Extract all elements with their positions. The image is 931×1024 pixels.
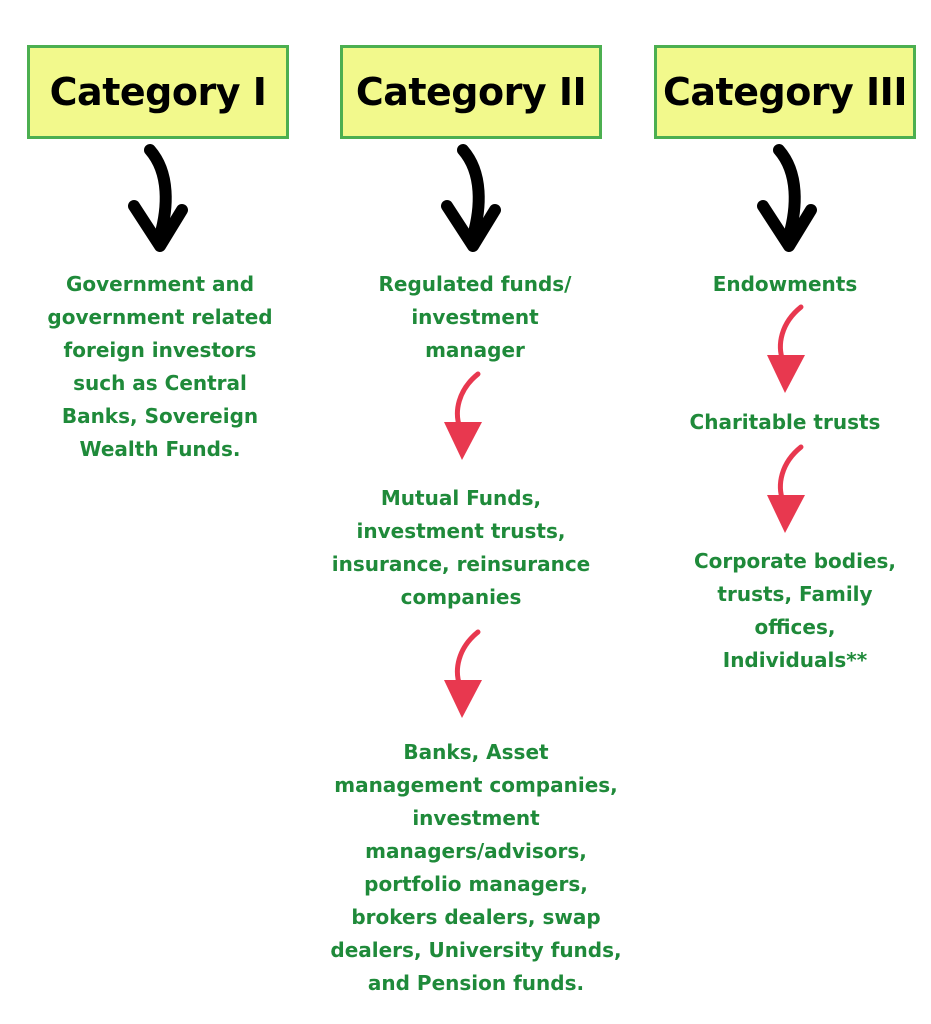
category-2-item-1: Regulated funds/ investment manager <box>378 272 572 362</box>
category-2-item-3: Banks, Asset management companies, inves… <box>330 740 622 995</box>
category-3-item-1: Endowments <box>712 272 858 296</box>
category-1-title: Category I <box>49 70 267 114</box>
black-down-arrow-icon <box>128 144 188 252</box>
category-3-item-2: Charitable trusts <box>689 410 881 434</box>
category-2-item-2: Mutual Funds, investment trusts, insuran… <box>331 486 591 609</box>
category-2-box: Category II <box>340 45 602 139</box>
black-down-arrow-icon <box>757 144 817 252</box>
red-down-arrow-icon <box>767 444 805 533</box>
category-3-title: Category III <box>663 70 907 114</box>
red-down-arrow-icon <box>444 371 482 460</box>
category-2-title: Category II <box>355 70 587 114</box>
category-1-item-1: Government and government related foreig… <box>47 272 273 461</box>
category-3-box: Category III <box>654 45 916 139</box>
red-down-arrow-icon <box>444 629 482 718</box>
red-down-arrow-icon <box>767 304 805 393</box>
black-down-arrow-icon <box>441 144 501 252</box>
category-1-box: Category I <box>27 45 289 139</box>
category-3-item-3: Corporate bodies, trusts, Family offices… <box>693 549 897 672</box>
